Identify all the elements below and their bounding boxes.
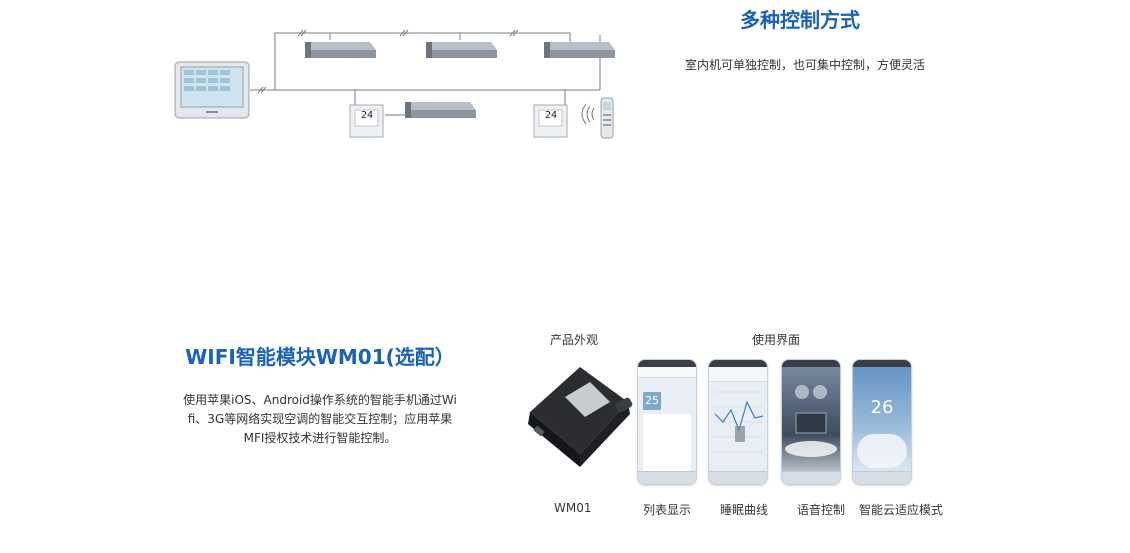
phone-screen-voice	[781, 359, 841, 485]
phone-screen-cloud-mode: 26	[852, 359, 912, 485]
phone-screen-sleep-curve	[708, 359, 768, 485]
wall-thermostat	[349, 104, 384, 138]
caption-wm01: WM01	[554, 501, 592, 515]
label-appearance: 产品外观	[550, 333, 599, 347]
desc-line: MFI授权技术进行智能控制。	[243, 431, 397, 445]
caption-voice-control: 语音控制	[797, 503, 846, 517]
desc-line: fi、3G等网络实现空调的智能交互控制；应用苹果	[187, 412, 453, 426]
wiring-diagram	[174, 29, 615, 139]
caption-list-display: 列表显示	[643, 503, 692, 517]
section-title-control: 多种控制方式	[740, 8, 860, 32]
temp-tile: 25	[643, 392, 661, 410]
label-interface: 使用界面	[752, 333, 801, 347]
cloud-mode-temp: 26	[870, 397, 894, 418]
caption-cloud-mode: 智能云适应模式	[859, 503, 944, 517]
indoor-unit	[426, 42, 497, 58]
caption-sleep-curve: 睡眠曲线	[720, 503, 769, 517]
indoor-unit	[405, 102, 476, 118]
desc-line: 使用苹果iOS、Android操作系统的智能手机通过Wi	[183, 393, 457, 407]
signal-icon	[581, 103, 595, 125]
indoor-unit	[544, 42, 615, 58]
section-desc-wifi: 使用苹果iOS、Android操作系统的智能手机通过Wi fi、3G等网络实现空…	[170, 391, 470, 448]
section-desc-control: 室内机可单独控制，也可集中控制，方便灵活	[684, 58, 925, 72]
wm01-module-image	[528, 367, 633, 467]
central-controller	[174, 61, 250, 119]
indoor-unit	[305, 42, 376, 58]
phone-screen-list: 25	[637, 359, 697, 485]
control-diagram: 24 24	[170, 20, 620, 150]
voice-control-screen	[785, 385, 837, 457]
thermostat-readout: 24	[545, 110, 558, 121]
sleep-curve-chart	[713, 391, 764, 453]
wall-thermostat	[533, 104, 568, 138]
remote-control	[600, 97, 614, 139]
section-title-wifi: WIFI智能模块WM01(选配）	[185, 345, 455, 369]
thermostat-readout: 24	[361, 110, 374, 121]
